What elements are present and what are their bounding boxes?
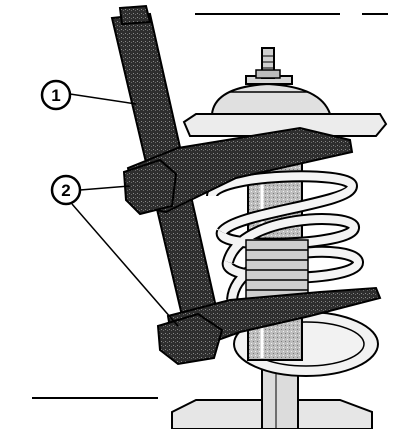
- callout-1: 1: [40, 79, 137, 111]
- upper-strut-mount: [182, 47, 388, 137]
- callout-2-leader-lower: [71, 203, 179, 327]
- callout-1-circle: [40, 79, 72, 111]
- rule-lines: [32, 13, 388, 399]
- callout-2-label: 2: [61, 181, 70, 200]
- callout-2-circle: [50, 174, 82, 206]
- inner-coils: [245, 239, 309, 303]
- callout-1-leader: [69, 93, 137, 105]
- callout-2: 2: [50, 174, 179, 327]
- coil-spring: [206, 170, 364, 303]
- callout-2-leader-upper: [79, 185, 131, 191]
- callout-1-label: 1: [51, 86, 60, 105]
- spring-compressor-tool: [110, 4, 382, 366]
